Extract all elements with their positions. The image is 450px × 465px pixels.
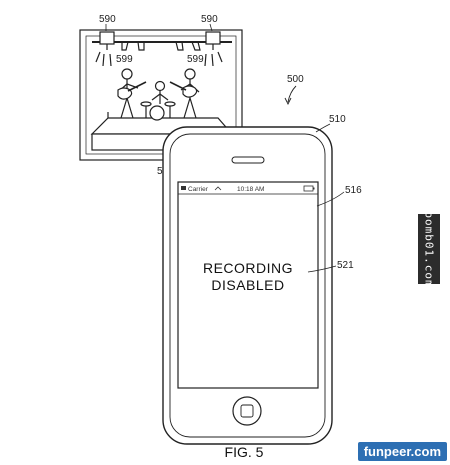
bottom-watermark: funpeer.com (357, 442, 447, 461)
wifi-icon (214, 186, 222, 191)
ref-system: 500 (287, 74, 304, 85)
home-button[interactable] (232, 396, 262, 426)
stage-frame (79, 29, 243, 161)
ref-message: 521 (337, 260, 354, 271)
spot-lights (121, 41, 201, 51)
performer-left (117, 68, 147, 119)
system-arrow (287, 85, 297, 103)
side-watermark-text: bomb01.com (422, 210, 436, 288)
recording-disabled-line2: DISABLED (211, 277, 284, 293)
figure-caption: FIG. 5 (225, 444, 264, 460)
ref-performer-right: 599 (187, 54, 204, 65)
ref-screen: 516 (345, 185, 362, 196)
ref-light-right: 590 (201, 14, 218, 25)
ref-light-left: 590 (99, 14, 116, 25)
stage-light-right (204, 31, 223, 67)
earpiece-speaker (231, 156, 265, 164)
bass-drum (149, 105, 165, 121)
home-button-square (240, 404, 254, 418)
status-time: 10:18 AM (237, 186, 264, 193)
side-watermark: bomb01.com (418, 210, 440, 288)
status-bar: Carrier 10:18 AM (181, 185, 315, 193)
ref-device: 510 (329, 114, 346, 125)
stage-light-left (95, 31, 115, 67)
recording-disabled-line1: RECORDING (203, 260, 293, 276)
signal-bars-icon (181, 186, 186, 190)
carrier-label: Carrier (188, 186, 209, 193)
performer-right (169, 68, 200, 119)
ref-performer-left: 599 (116, 54, 133, 65)
phone-screen (177, 181, 319, 389)
smartphone-device (162, 126, 333, 445)
drummer (140, 80, 176, 121)
